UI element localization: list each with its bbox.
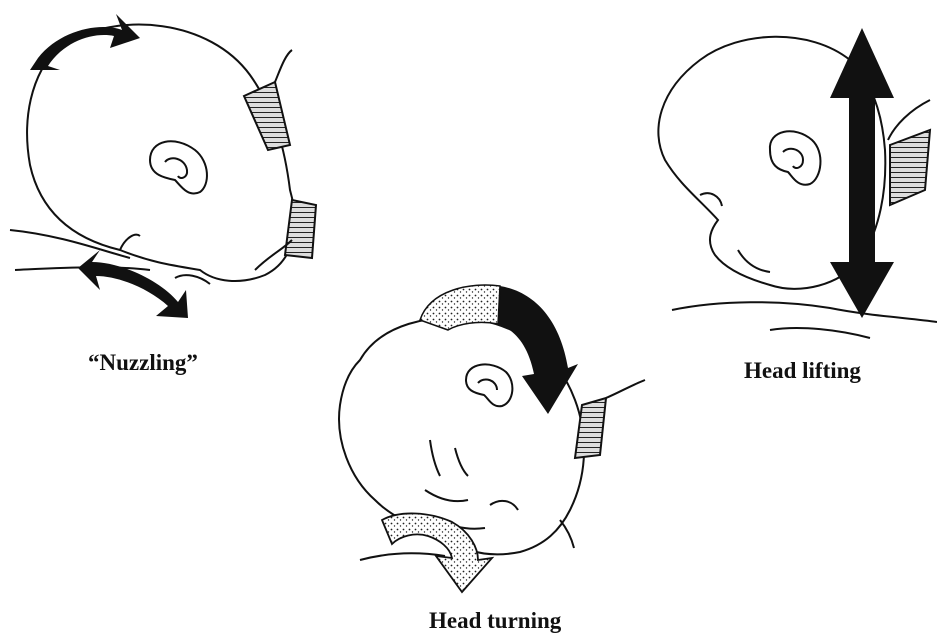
nuzzling-drawing (10, 25, 316, 284)
ear-outline (770, 131, 821, 185)
ear-outline (466, 364, 512, 406)
collar-bottom (285, 200, 316, 258)
curved-arrow-icon (420, 285, 578, 414)
caption-head-lifting: Head lifting (744, 358, 861, 384)
head-lifting-drawing (658, 37, 937, 338)
collar-top (244, 82, 290, 150)
double-arrow-icon (78, 250, 188, 318)
baby-head-outline (27, 25, 295, 281)
ear-outline (150, 141, 207, 193)
collar (890, 130, 930, 205)
double-arrow-icon (30, 14, 140, 70)
caption-head-turning: Head turning (429, 608, 561, 634)
collar (575, 398, 606, 458)
caption-nuzzling: “Nuzzling” (88, 350, 198, 376)
